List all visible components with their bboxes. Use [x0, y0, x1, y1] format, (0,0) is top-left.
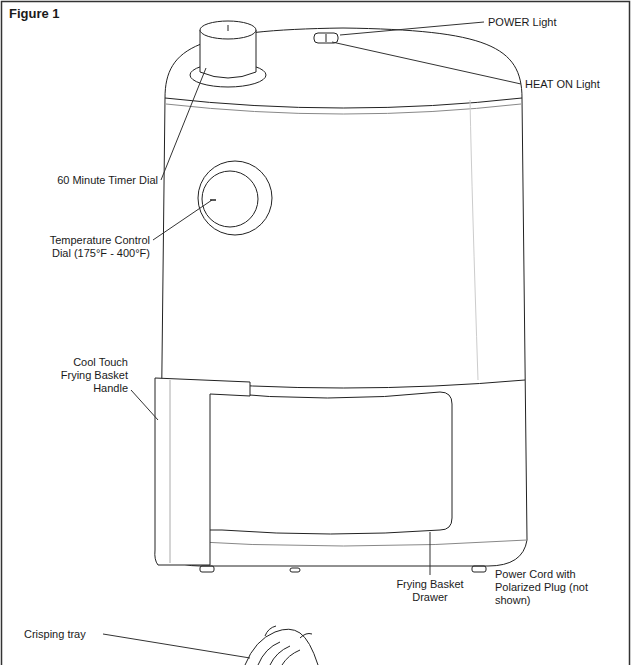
- part-label: Frying Basket Drawer: [392, 578, 468, 604]
- part-label: HEAT ON Light: [525, 78, 625, 91]
- part-label: POWER Light: [488, 16, 618, 29]
- leader-lines: [103, 22, 521, 658]
- part-label: Power Cord with Polarized Plug (not show…: [495, 568, 601, 607]
- crisping-tray-sketch: [245, 626, 318, 665]
- part-label: Crisping tray: [24, 628, 124, 641]
- part-label: Cool Touch Frying Basket Handle: [52, 356, 128, 395]
- indicator-lights: [314, 33, 338, 43]
- timer-dial: [190, 21, 266, 87]
- part-label: Temperature Control Dial (175°F - 400°F): [30, 234, 150, 260]
- air-fryer-body: [155, 28, 527, 572]
- part-label: 60 Minute Timer Dial: [14, 174, 158, 187]
- figure-title: Figure 1: [9, 6, 60, 21]
- temperature-dial: [198, 161, 272, 235]
